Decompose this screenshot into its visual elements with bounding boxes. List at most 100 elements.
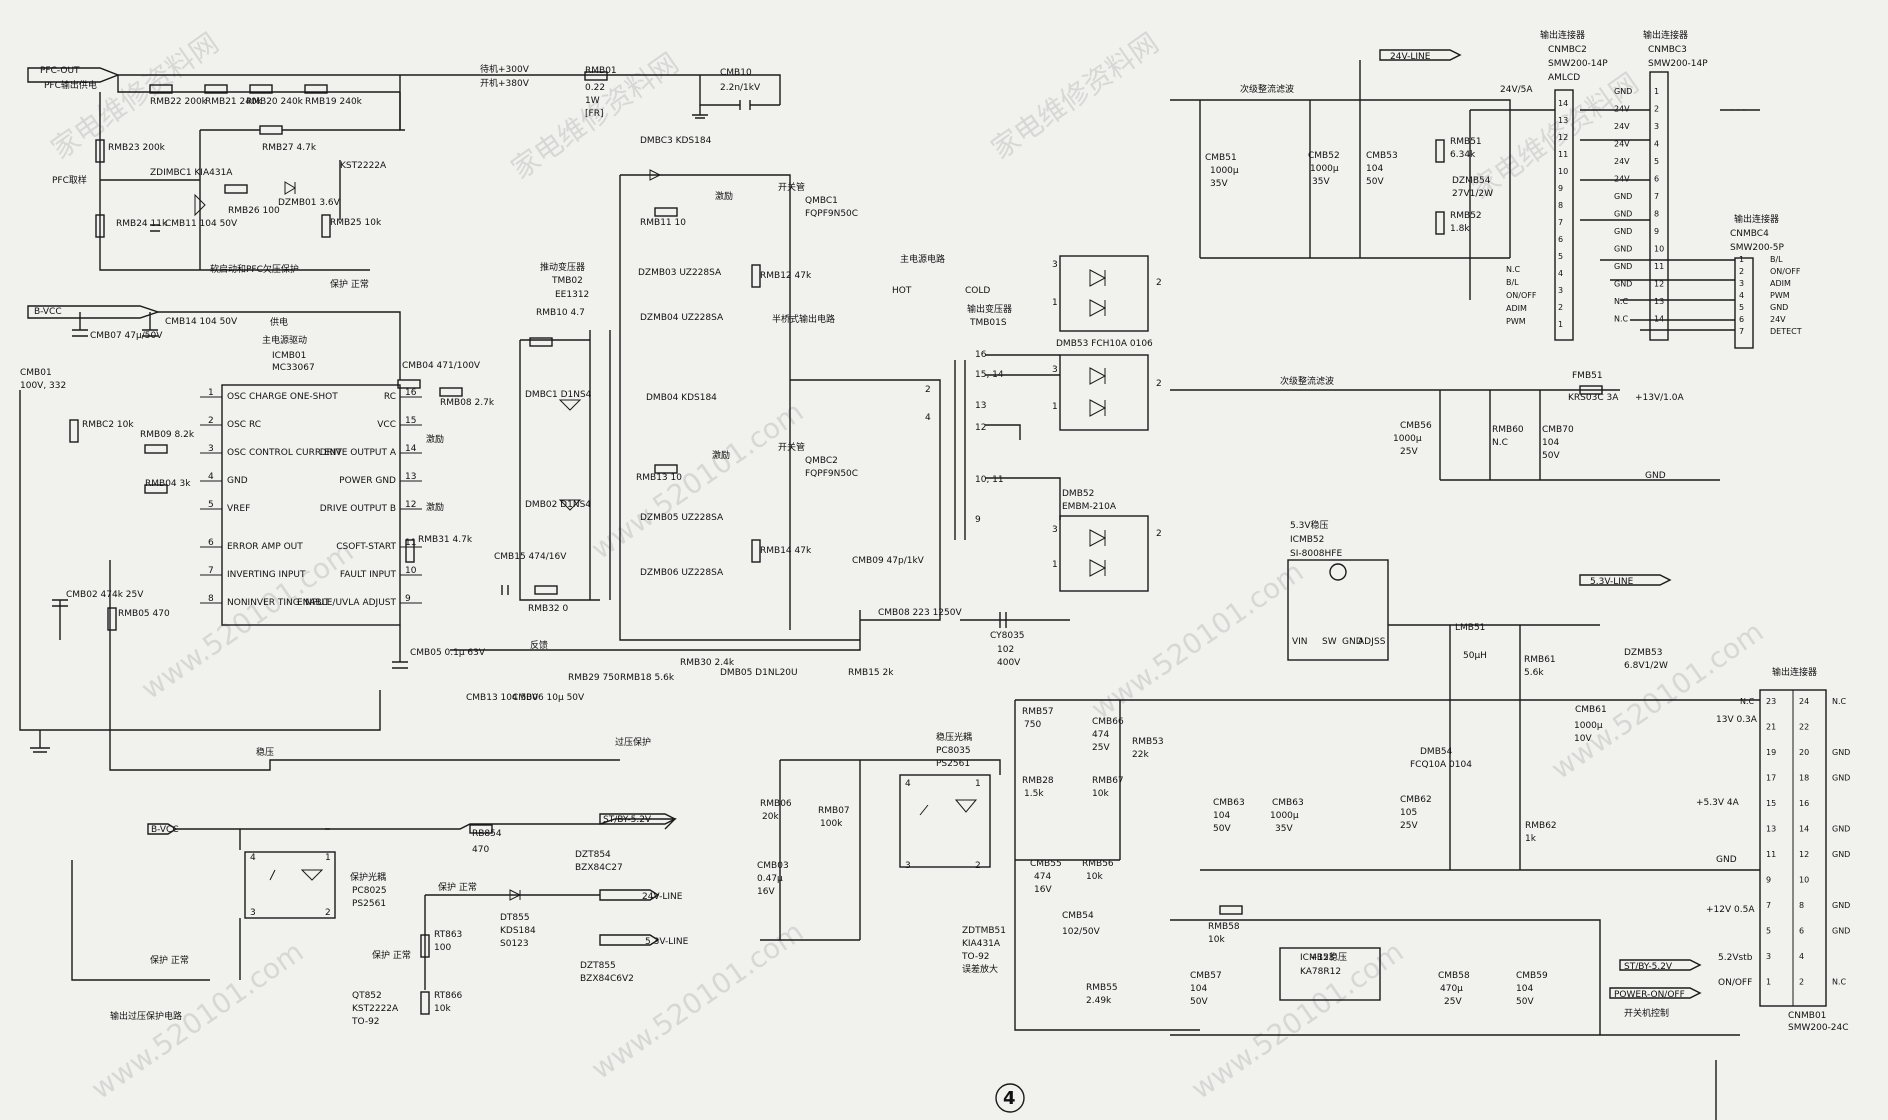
c-cmb59-val: 104 — [1516, 984, 1533, 994]
connector-pin-number: 2 — [1558, 303, 1563, 312]
control-signal-label: N.C — [1506, 265, 1521, 274]
r-rmb67: RMB67 — [1092, 776, 1124, 786]
connector-pin-number: 13 — [1766, 825, 1776, 834]
conn-cn8c3-model: SMW200-14P — [1648, 59, 1708, 69]
12v-out-label: +12V 0.5A — [1706, 905, 1755, 915]
r-rmb57: RMB57 — [1022, 707, 1054, 717]
r-rmb62-val: 1k — [1525, 834, 1537, 844]
pin-2c: 2 — [1156, 529, 1162, 539]
ic-pin-number: 2 — [208, 416, 214, 426]
switch-stage: 推动变压器 TMB02 EE1312 RMB10 4.7 DMBC1 D1NS4… — [519, 136, 962, 678]
r-rmb24: RMB24 11k — [116, 219, 168, 229]
control-signal-label: PWM — [1506, 317, 1526, 326]
soft-start-label: 软启动和PFC欠压保护 — [210, 263, 299, 275]
connector-pin-signal: 24V — [1614, 105, 1630, 114]
drive-xfmr-ref: TMB02 — [551, 276, 583, 286]
r-rmbo5: RMB05 470 — [118, 609, 170, 619]
connector-pin-number: 10 — [1558, 167, 1568, 176]
d-dmb05: DMB05 D1NL20U — [720, 668, 798, 678]
ic-pin-name: FAULT INPUT — [340, 570, 397, 580]
c-cmb59: CMB59 — [1516, 971, 1548, 981]
protect-normal-q: 保护 正常 — [372, 949, 411, 961]
r-rmb56-val: 10k — [1086, 872, 1103, 882]
c-cmb57: CMB57 — [1190, 971, 1222, 981]
c-cmb52-v: 35V — [1312, 177, 1330, 187]
ic-pin-name: POWER GND — [339, 476, 396, 486]
opto-pin-1: 1 — [325, 853, 331, 863]
connector-pin-number: 19 — [1766, 748, 1776, 757]
drive-xfmr-label: 推动变压器 — [540, 261, 585, 273]
connector-pin-number: 15 — [1766, 799, 1776, 808]
onoff-label: ON/OFF — [1718, 978, 1752, 988]
r-rmbo1: RMB01 — [585, 66, 617, 76]
connector-pin-number: 8 — [1799, 901, 1804, 910]
q-kst2222a: KST2222A — [340, 161, 387, 171]
r-rmb32: RMB32 0 — [528, 604, 569, 614]
connector-pin-number: 12 — [1558, 133, 1568, 142]
connector-pin-signal: 24V — [1614, 140, 1630, 149]
c-cmb11: CMB11 104 50V — [165, 219, 238, 229]
connector-pin-number: 3 — [1739, 279, 1744, 288]
zd-dzmb06: DZMB06 UZ228SA — [640, 568, 724, 578]
r-rmb25: RMB25 10k — [330, 218, 382, 228]
bvcc-label: B-VCC — [34, 307, 62, 317]
bvcc-port-lower — [147, 823, 178, 835]
connector-pin-number: 20 — [1799, 748, 1809, 757]
pin-3a: 3 — [1052, 260, 1058, 270]
f-fmb51: FMB51 — [1572, 371, 1603, 381]
zd-dzmb03: DZMB03 UZ228SA — [638, 268, 722, 278]
ic-ref-label: ICMB01 — [272, 351, 306, 361]
regulation-opto-section: 稳压光耦 PC8035 PS2561 4 1 3 2 RMB06 20k RMB… — [757, 699, 1760, 1031]
connector-pin-number: 7 — [1739, 327, 1744, 336]
reg-opto-label: 稳压光耦 — [936, 731, 972, 743]
zd-zdtmb51: ZDTMB51 — [962, 926, 1006, 936]
sec-filter-label-2: 次级整流滤波 — [1280, 375, 1334, 387]
c-cmb66-val: 474 — [1092, 730, 1109, 740]
c-cmb62: CMB62 — [1400, 795, 1432, 805]
r-rmbo1-fr: [FR] — [585, 109, 603, 119]
zd-dzt854: DZT854 — [575, 850, 611, 860]
ic-icmb53-model: KA78R12 — [1300, 967, 1341, 977]
connector-pin-signal: GND — [1614, 210, 1632, 219]
rectifier-box-3 — [1059, 515, 1149, 592]
stby-label-left: ST/BY-5.2V — [603, 815, 652, 825]
connector-pin-number: 7 — [1558, 218, 1563, 227]
r-rmb28: RMB28 — [1022, 776, 1054, 786]
conn-cn8c2-ref: CNMBC2 — [1548, 45, 1587, 55]
main-control-ic-section: B-VCC CMB07 47μ/50V CMB14 104 50V 供电 主电源… — [19, 305, 861, 771]
switch-tube-label-1: 开关管 — [778, 181, 805, 193]
53v-line-label: 5.3V-LINE — [1590, 577, 1634, 587]
connector-pin-signal: N.C — [1614, 315, 1629, 324]
r-rmb52-val: 1.8k — [1450, 224, 1470, 234]
53v-out-label: +5.3V 4A — [1696, 798, 1740, 808]
r-rmb15: RMB15 2k — [848, 668, 894, 678]
b-vcc-port — [27, 305, 161, 319]
connector-pin-number: 7 — [1766, 901, 1771, 910]
connector-pin-number: 13 — [1654, 297, 1664, 306]
connector-pin-number: 6 — [1558, 235, 1563, 244]
connector-pin-number: 11 — [1654, 262, 1664, 271]
pin-1b: 1 — [1052, 402, 1058, 412]
zd-zdtmb51-model: KIA431A — [962, 939, 1001, 949]
r-rmb10: RMB10 4.7 — [536, 308, 585, 318]
reg-53-ref: ICMB52 — [1290, 535, 1324, 545]
power-switch-label: 开关机控制 — [1624, 1007, 1669, 1019]
opto-pin-4: 4 — [250, 853, 256, 863]
connector-pin-signal: GND — [1770, 303, 1788, 312]
pin-1c: 1 — [1052, 560, 1058, 570]
c-cmb13: CMB13 104 50V — [466, 693, 539, 703]
ic-pin-number: 6 — [208, 538, 214, 548]
ic-pin-number: 3 — [208, 444, 214, 454]
ic-pin-name: OSC CHARGE ONE-SHOT — [227, 392, 338, 402]
ic-pin-name: DRIVE OUTPUT A — [320, 448, 397, 458]
zd-zdimbc1: ZDIMBC1 KIA431A — [150, 168, 233, 178]
opto-b-pin-1: 1 — [975, 779, 981, 789]
r-rmb52: RMB52 — [1450, 211, 1482, 221]
c-cmbo5: CMB05 0.1μ 63V — [410, 648, 486, 658]
c-cmb08: CMB08 223 1250V — [878, 608, 962, 618]
connector-side-label: N.C — [1832, 978, 1847, 987]
